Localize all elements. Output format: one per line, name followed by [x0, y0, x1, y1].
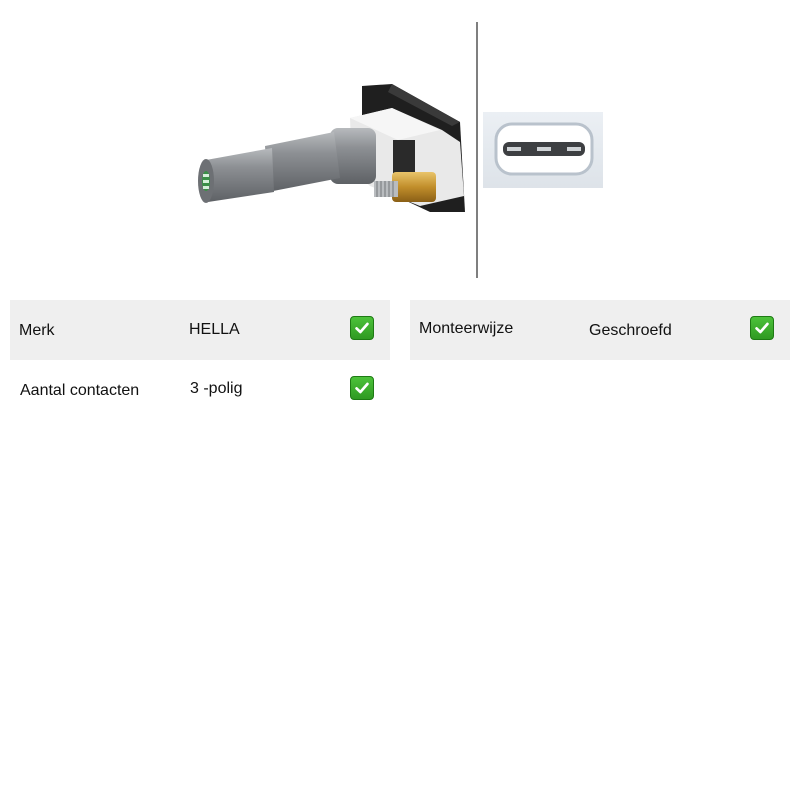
sensor-main-view — [198, 84, 465, 212]
spec-label-monteerwijze: Monteerwijze — [419, 320, 514, 337]
check-icon — [350, 316, 374, 340]
spec-value-aantal-contacten: 3 -polig — [190, 380, 243, 397]
spec-label-aantal-contacten: Aantal contacten — [20, 382, 140, 399]
check-icon — [350, 376, 374, 400]
spec-label-merk: Merk — [19, 322, 55, 339]
spec-row-merk: Merk HELLA — [10, 300, 390, 360]
product-image — [198, 22, 603, 278]
spec-row-aantal-contacten: Aantal contacten 3 -polig — [10, 360, 390, 420]
check-icon — [750, 316, 774, 340]
connector-detail-view — [483, 112, 603, 188]
spec-row-monteerwijze: Monteerwijze Geschroefd — [410, 300, 790, 360]
spec-value-monteerwijze: Geschroefd — [589, 322, 672, 339]
spec-value-merk: HELLA — [189, 321, 240, 338]
